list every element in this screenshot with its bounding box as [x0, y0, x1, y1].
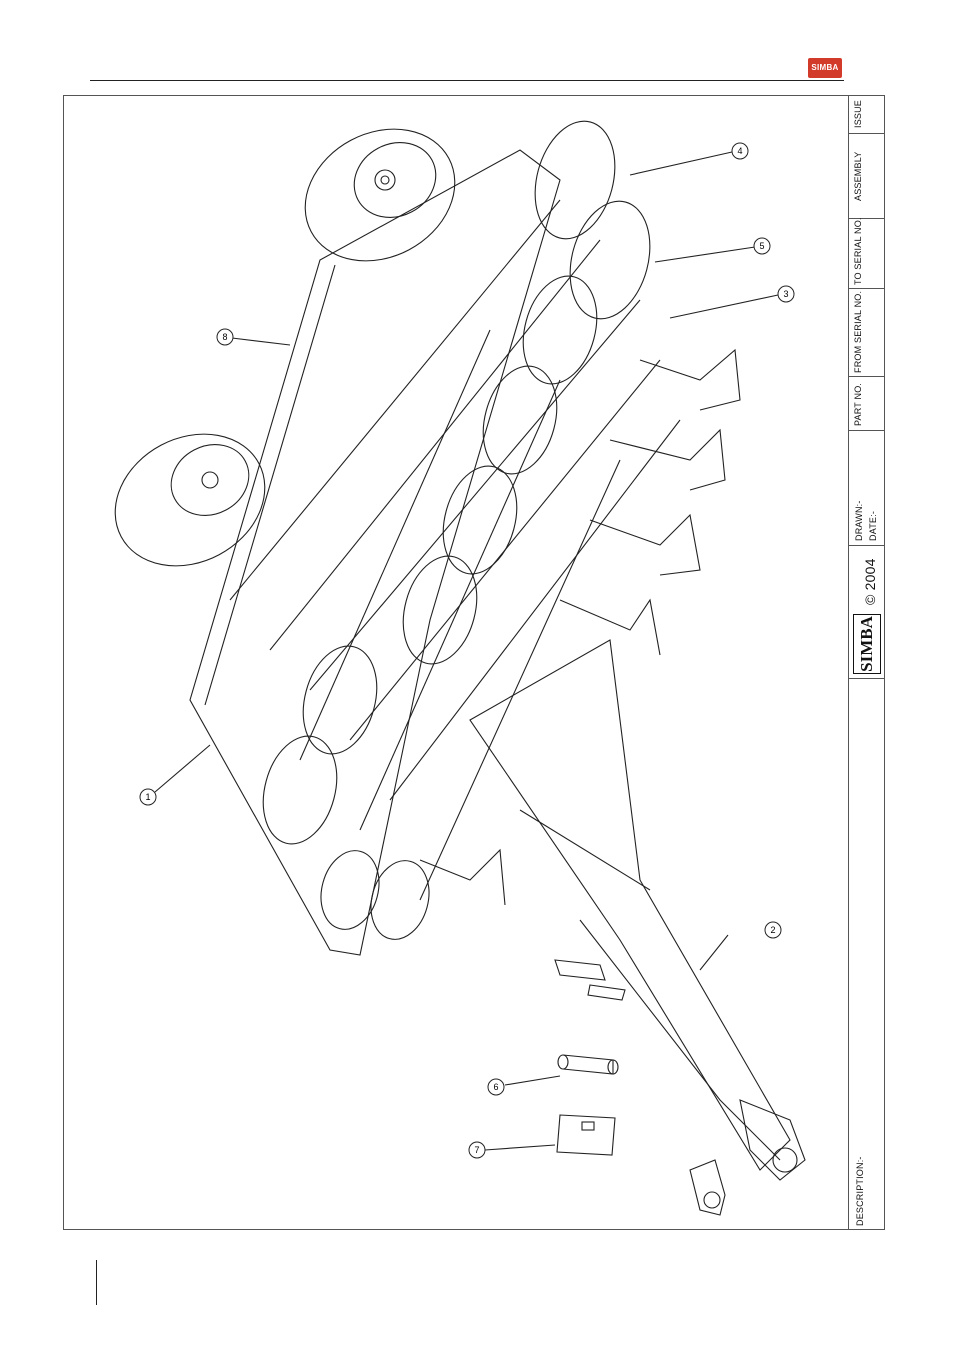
manual-part-7	[557, 1115, 615, 1155]
callout-8: 8	[217, 329, 233, 345]
main-frame	[190, 150, 680, 955]
callout-5: 5	[754, 238, 770, 254]
callout-8-label: 8	[222, 332, 227, 342]
callout-1-label: 1	[145, 792, 150, 802]
bracket-plate	[555, 960, 625, 1000]
callout-6-label: 6	[493, 1082, 498, 1092]
callout-7-label: 7	[474, 1145, 479, 1155]
callout-4: 4	[732, 143, 748, 159]
callout-3-label: 3	[783, 289, 788, 299]
pin-part-6	[558, 1055, 618, 1074]
tines	[420, 350, 740, 905]
callout-7: 7	[469, 1142, 485, 1158]
drawbar	[470, 640, 805, 1180]
hitch-eye-part	[690, 1160, 725, 1215]
wheel-upper	[282, 104, 478, 287]
callout-4-label: 4	[737, 146, 742, 156]
callout-6: 6	[488, 1079, 504, 1095]
wheel-lower	[92, 409, 288, 592]
callout-1: 1	[140, 789, 156, 805]
callout-2: 2	[765, 922, 781, 938]
callout-2-label: 2	[770, 925, 775, 935]
callouts: 1 2 3 4 5 6 7 8	[140, 143, 794, 1158]
callout-3: 3	[778, 286, 794, 302]
callout-5-label: 5	[759, 241, 764, 251]
